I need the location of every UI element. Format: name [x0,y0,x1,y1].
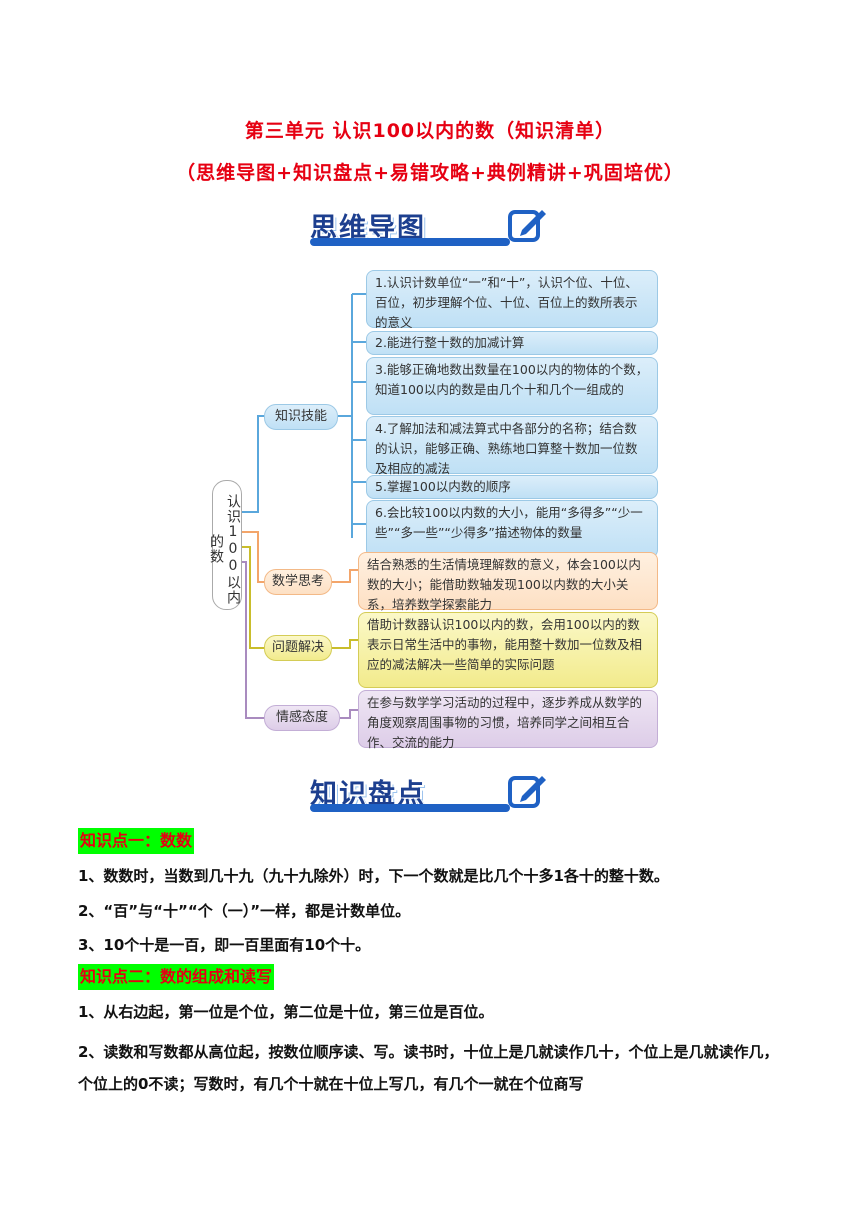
thinking-detail: 结合熟悉的生活情境理解数的意义，体会100以内数的大小；能借助数轴发现100以内… [358,552,658,612]
section-point: 3、10个十是一百，即一百里面有10个十。 [78,936,371,954]
mindmap-root: 认识100以内的数 [208,480,242,610]
banner-underline [310,238,510,246]
section-point: 1、数数时，当数到几十九（九十九除外）时，下一个数就是比几个十多1各十的整十数。 [78,867,669,885]
skill-item: 1.认识计数单位“一”和“十”，认识个位、十位、百位，初步理解个位、十位、百位上… [366,270,658,330]
section-point: 2、“百”与“十”“个（一）”一样，都是计数单位。 [78,902,411,920]
skill-item: 3.能够正确地数出数量在100以内的物体的个数，知道100以内的数是由几个十和几… [366,357,658,415]
category-skills: 知识技能 [264,404,338,430]
category-problem: 问题解决 [264,635,332,661]
category-thinking: 数学思考 [264,569,332,595]
attitude-detail: 在参与数学学习活动的过程中，逐步养成从数学的角度观察周围事物的习惯，培养同学之间… [358,690,658,750]
banner-underline [310,804,510,812]
skill-item: 6.会比较100以内数的大小，能用“多得多”“少一些”“多一些”“少得多”描述物… [366,500,658,558]
inventory-banner: 知识盘点 [310,770,550,816]
mindmap-banner-title: 思维导图 [310,213,426,244]
skill-item: 2.能进行整十数的加减计算 [366,331,658,355]
edit-pen-icon [508,210,546,242]
section-point: 2、读数和写数都从高位起，按数位顺序读、写。读书时，十位上是几就读作几十，个位上… [78,1043,779,1093]
section-heading: 知识点一：数数 [78,828,195,854]
doc-subtitle: （思维导图+知识盘点+易错攻略+典例精讲+巩固培优） [176,162,684,184]
section-heading: 知识点二：数的组成和读写 [78,964,275,990]
skill-item: 4.了解加法和减法算式中各部分的名称；结合数的认识，能够正确、熟练地口算整十数加… [366,416,658,476]
problem-detail: 借助计数器认识100以内的数，会用100以内的数表示日常生活中的事物，能用整十数… [358,612,658,688]
doc-title: 第三单元 认识100以内的数（知识清单） [244,120,616,142]
mind-map-connectors [242,293,366,719]
section-point: 1、从右边起，第一位是个位，第二位是十位，第三位是百位。 [78,1003,494,1021]
skill-item: 5.掌握100以内数的顺序 [366,475,658,499]
category-attitude: 情感态度 [264,705,340,731]
edit-pen-icon [508,776,546,808]
mind-map: 认识100以内的数 知识技能 数学思考 问题解决 情感态度 1.认识计数单位“一… [200,262,662,752]
mindmap-banner: 思维导图 [310,204,550,250]
inventory-banner-title: 知识盘点 [310,779,426,810]
